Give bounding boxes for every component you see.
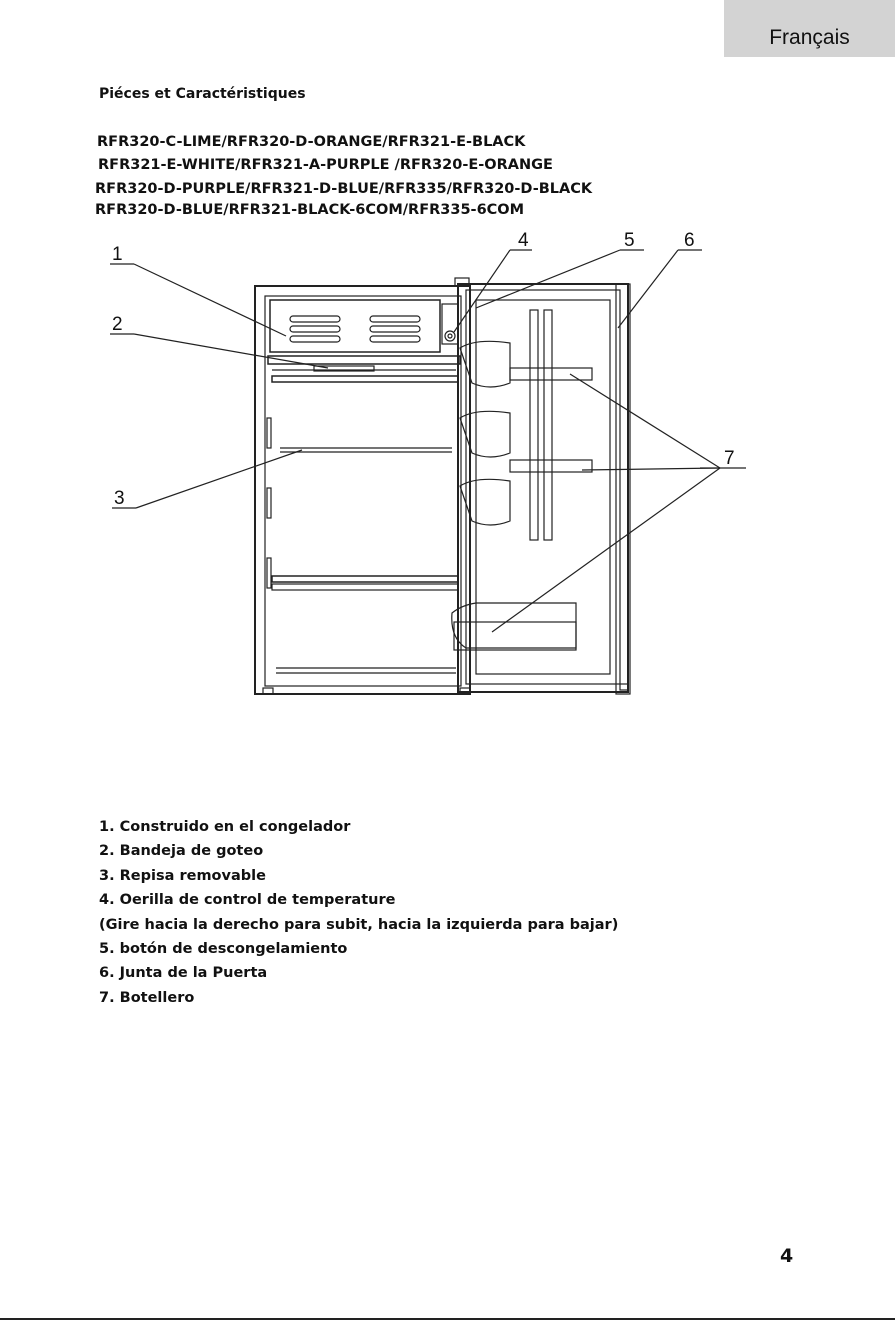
part-item: 6. Junta de la Puerta: [99, 965, 268, 982]
part-item: (Gire hacia la derecho para subit, hacia…: [99, 916, 619, 933]
removable-shelf: [271, 375, 459, 591]
parts-list: 1. Construido en el congelador 2. Bandej…: [99, 815, 618, 1010]
language-tab: Français: [724, 0, 895, 57]
part-item: 2. Bandeja de goteo: [99, 843, 264, 860]
callout-7: 7: [724, 448, 735, 469]
page-number: 4: [780, 1245, 794, 1267]
section-title: Piéces et Caractéristiques: [99, 86, 306, 102]
callout-1: 1: [112, 244, 123, 265]
part-item: 4. Oerilla de control de temperature: [99, 892, 396, 909]
model-line: RFR320-D-BLUE/RFR321-BLACK-6COM/RFR335-6…: [95, 202, 525, 218]
part-item: 3. Repisa removable: [99, 867, 266, 884]
leader-lines: [110, 249, 746, 633]
callout-5: 5: [624, 230, 635, 251]
footer-rule: [0, 1318, 895, 1320]
model-line: RFR320-D-PURPLE/RFR321-D-BLUE/RFR335/RFR…: [95, 181, 593, 197]
callout-4: 4: [518, 230, 529, 251]
model-line: RFR321-E-WHITE/RFR321-A-PURPLE /RFR320-E…: [98, 157, 553, 173]
bottle-holder: [451, 309, 593, 651]
drip-tray: [267, 355, 461, 372]
model-line: RFR320-C-LIME/RFR320-D-ORANGE/RFR321-E-B…: [97, 134, 526, 150]
thermostat-knob: [441, 303, 459, 345]
part-item: 7. Botellero: [99, 989, 195, 1006]
cabinet-outline: [254, 285, 471, 695]
callout-3: 3: [114, 488, 125, 509]
callout-2: 2: [112, 314, 123, 335]
open-door: [454, 277, 631, 695]
model-list: RFR320-C-LIME/RFR320-D-ORANGE/RFR321-E-B…: [95, 131, 593, 218]
callout-6: 6: [684, 230, 695, 251]
freezer-compartment: [269, 299, 441, 353]
part-item: 5. botón de descongelamiento: [99, 941, 348, 958]
interior-ribs: [266, 417, 272, 589]
part-item: 1. Construido en el congelador: [99, 819, 351, 835]
refrigerator-diagram: 1 2 3 4 5 6 7: [100, 228, 760, 708]
crisper-bin: [276, 667, 456, 674]
